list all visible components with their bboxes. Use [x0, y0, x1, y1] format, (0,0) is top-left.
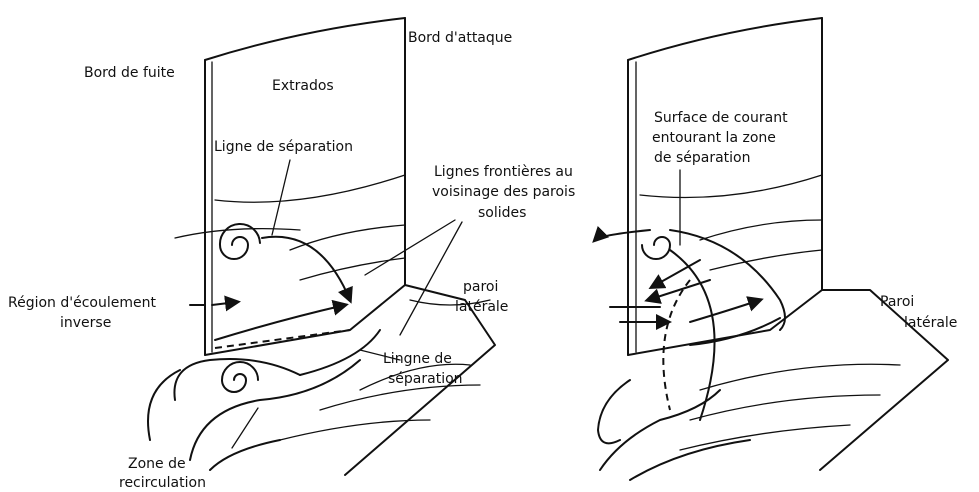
label-stream-surface-2: entourant la zone — [652, 130, 776, 146]
label-separation-line-2a: Lingne de — [383, 351, 452, 367]
right-stream-surface — [595, 230, 785, 420]
label-stream-surface-3: de séparation — [654, 150, 750, 166]
label-suction-side: Extrados — [272, 78, 334, 94]
left-separation-vortex — [215, 224, 350, 348]
left-blade-streamlines — [175, 175, 405, 280]
right-blade-streamlines — [640, 175, 822, 270]
label-reverse-flow-1: Région d'écoulement — [8, 295, 156, 311]
label-boundary-lines-3: solides — [478, 205, 526, 221]
label-leading-edge: Bord d'attaque — [408, 30, 512, 46]
leader-boundary-lines-2 — [400, 222, 462, 335]
left-recirculation-zone — [148, 330, 380, 470]
label-trailing-edge: Bord de fuite — [84, 65, 175, 81]
label-boundary-lines-2: voisinage des parois — [432, 184, 575, 200]
right-panel: Surface de courant entourant la zone de … — [595, 18, 957, 480]
right-lower-streamlines — [598, 380, 750, 480]
label-right-side-wall-1: Paroi — [880, 294, 914, 310]
left-reverse-arrow-1 — [212, 302, 237, 305]
label-boundary-lines-1: Lignes frontières au — [434, 164, 573, 180]
leader-separation-line — [272, 160, 290, 235]
label-reverse-flow-2: inverse — [60, 315, 111, 331]
label-recirculation-1: Zone de — [128, 456, 186, 472]
label-recirculation-2: recirculation — [119, 475, 206, 491]
leader-recirculation — [232, 408, 258, 448]
label-separation-line-2b: séparation — [388, 371, 463, 387]
label-side-wall-1: paroi — [463, 279, 498, 295]
label-right-side-wall-2: latérale — [904, 315, 957, 331]
label-separation-line: Ligne de séparation — [214, 139, 353, 155]
right-blade — [628, 18, 822, 355]
left-blade — [205, 18, 405, 355]
left-panel: Bord d'attaque Bord de fuite Extrados Li… — [8, 18, 575, 491]
label-stream-surface-1: Surface de courant — [654, 110, 788, 126]
label-side-wall-2: latérale — [455, 299, 508, 315]
